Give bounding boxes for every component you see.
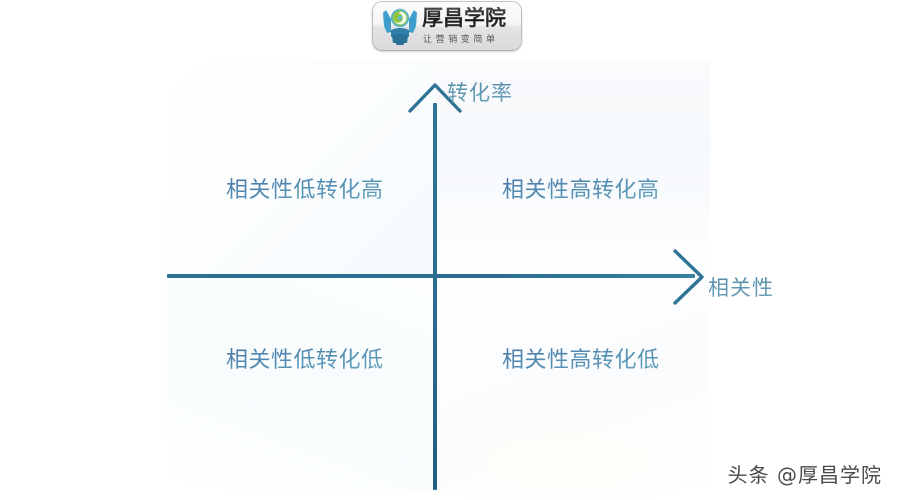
brand-logo-badge: 厚昌学院 让营销变简单 <box>373 2 521 50</box>
y-axis-line <box>433 103 437 490</box>
watermark-attribution: 头条 @厚昌学院 <box>727 463 882 487</box>
arrow-up-icon <box>408 83 462 113</box>
quadrant-label-bottom-right: 相关性高转化低 <box>502 342 660 374</box>
quadrant-label-bottom-left: 相关性低转化低 <box>226 342 384 374</box>
y-axis-label: 转化率 <box>447 77 513 107</box>
quadrant-background-bottom-right <box>435 277 710 490</box>
quadrant-background-bottom-left <box>167 277 435 490</box>
logo-brand-name: 厚昌学院 <box>422 6 506 31</box>
background-warm-glow <box>440 400 740 500</box>
logo-tagline: 让营销变简单 <box>423 34 499 45</box>
logo-text-block: 厚昌学院 让营销变简单 <box>422 7 506 44</box>
person-spiral-logo-icon <box>383 8 417 45</box>
quadrant-label-top-left: 相关性低转化高 <box>226 172 384 204</box>
quadrant-label-top-right: 相关性高转化高 <box>502 172 660 204</box>
x-axis-label: 相关性 <box>708 272 774 302</box>
quadrant-background-top-left <box>167 60 435 277</box>
arrow-right-icon <box>673 249 704 305</box>
x-axis-line <box>167 274 695 278</box>
